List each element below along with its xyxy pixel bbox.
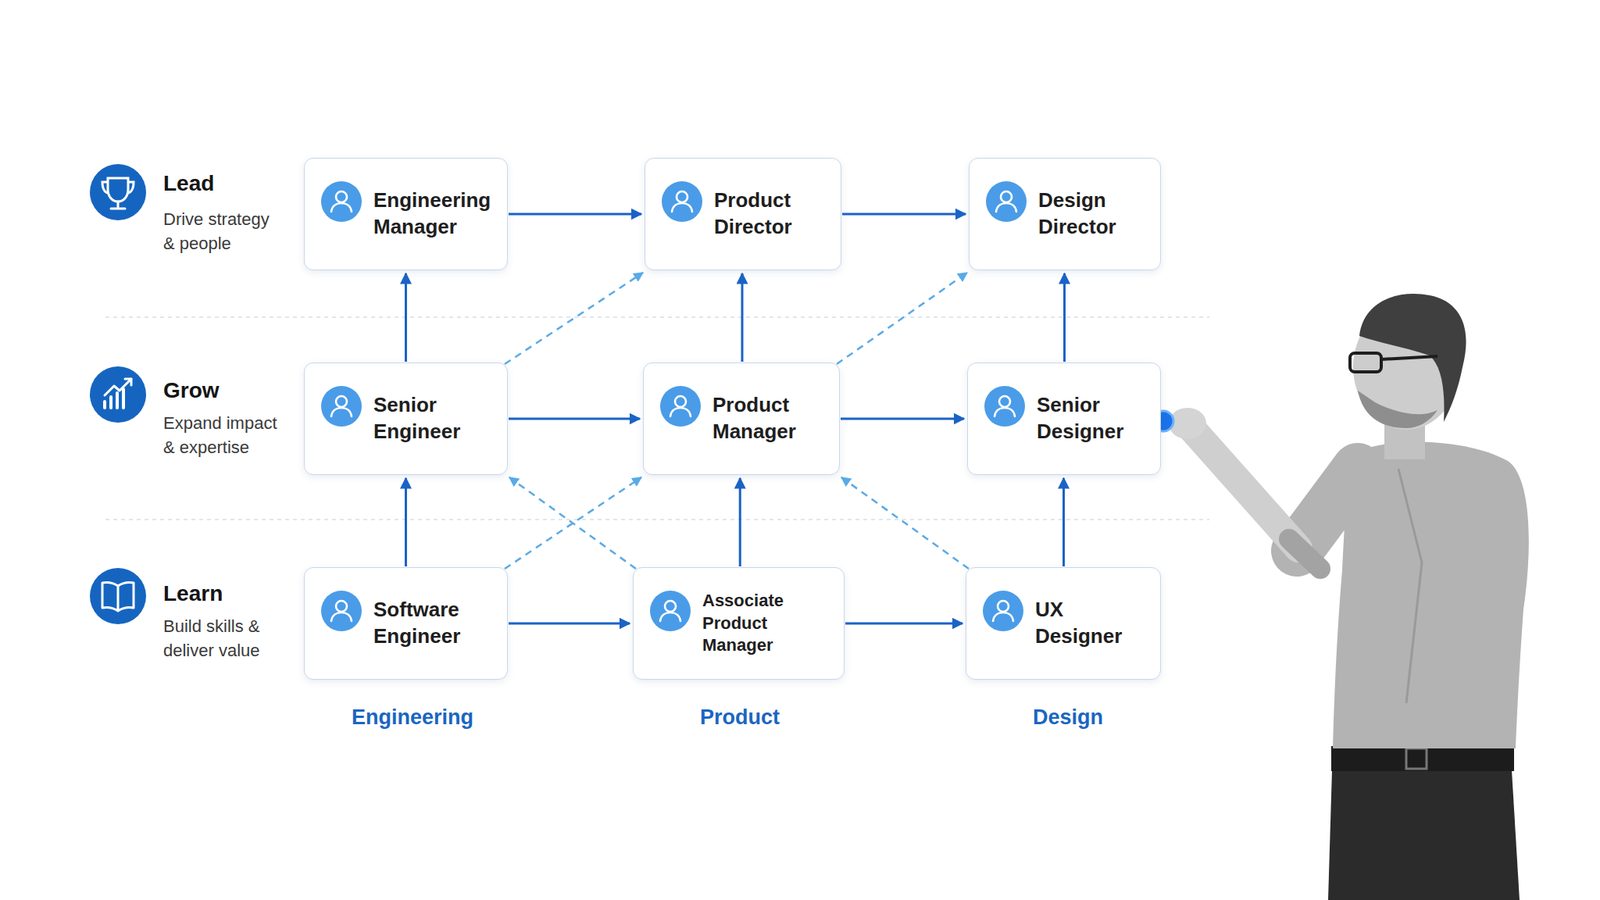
cross-path-arrow	[509, 477, 636, 569]
stage-title: Learn	[163, 580, 320, 608]
career-arrow	[1063, 273, 1066, 362]
role-box: Product Manager	[642, 362, 840, 475]
stage-title: Grow	[163, 377, 320, 404]
career-arrow	[508, 417, 640, 421]
role-title: Associate Product Manager	[702, 589, 840, 658]
role-text-group: Associate Product Manager	[702, 567, 840, 679]
role-text-group: Software Engineer	[373, 567, 503, 679]
discipline-label: Product	[622, 704, 858, 730]
role-title: Engineering Manager	[373, 187, 503, 241]
cross-path-arrow	[504, 477, 642, 569]
role-text-group: Product Director	[714, 158, 836, 270]
role-text-group: Senior Engineer	[373, 363, 503, 475]
stage-description: Expand impact & expertise	[163, 410, 281, 460]
role-text-group: Senior Designer	[1036, 363, 1156, 475]
discipline-label: Design	[950, 704, 1186, 730]
presenter-illustration	[1153, 293, 1529, 900]
discipline-label: Engineering	[295, 704, 530, 730]
role-box: UX Designer	[965, 567, 1161, 680]
person-icon	[659, 385, 702, 428]
career-arrow	[1062, 478, 1065, 567]
person-icon	[320, 180, 363, 223]
cross-path-arrow	[836, 272, 968, 365]
role-text-group: Product Manager	[712, 363, 835, 475]
trophy-icon	[89, 164, 147, 221]
career-arrow	[739, 478, 742, 567]
person-icon	[983, 385, 1026, 428]
stage-title: Lead	[163, 170, 320, 197]
career-arrow	[404, 478, 408, 567]
cross-path-arrow	[504, 272, 643, 365]
role-title: Senior Engineer	[373, 392, 503, 446]
career-arrow	[508, 213, 642, 216]
growth-icon	[89, 366, 147, 423]
person-icon	[320, 589, 363, 633]
role-box: Product Director	[644, 157, 842, 271]
person-icon	[985, 180, 1028, 223]
career-arrow	[741, 273, 744, 362]
career-arrow	[840, 417, 965, 421]
role-title: UX Designer	[1035, 596, 1156, 650]
role-text-group: Design Director	[1038, 158, 1156, 270]
career-arrow	[508, 622, 630, 625]
book-icon	[89, 567, 147, 625]
row-separator	[105, 316, 1210, 318]
role-title: Product Manager	[712, 392, 835, 446]
career-arrow	[842, 213, 966, 216]
person-icon	[982, 589, 1025, 633]
stage-description: Build skills & deliver value	[163, 614, 281, 663]
role-box: Senior Engineer	[303, 362, 508, 475]
role-text-group: Engineering Manager	[373, 158, 503, 270]
person-icon	[320, 385, 363, 428]
role-box: Senior Designer	[967, 362, 1161, 475]
role-box: Design Director	[968, 157, 1161, 271]
stage-description: Drive strategy & people	[163, 207, 281, 256]
role-box: Software Engineer	[303, 567, 508, 680]
cross-path-arrow	[841, 477, 969, 569]
person-icon	[649, 589, 692, 633]
career-arrow	[404, 273, 408, 362]
role-title: Software Engineer	[373, 596, 503, 650]
career-arrow	[845, 622, 963, 625]
row-separator	[105, 518, 1210, 521]
role-title: Senior Designer	[1036, 392, 1156, 446]
person-icon	[660, 180, 704, 223]
role-box: Engineering Manager	[303, 157, 508, 271]
role-text-group: UX Designer	[1035, 567, 1156, 679]
role-box: Associate Product Manager	[632, 567, 845, 680]
role-title: Product Director	[714, 187, 836, 241]
role-title: Design Director	[1038, 187, 1156, 241]
